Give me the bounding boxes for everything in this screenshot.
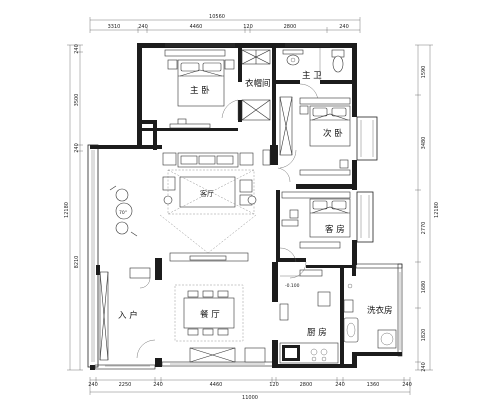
bottom-dim-4: 4460 — [210, 382, 223, 388]
walls — [87, 43, 403, 370]
dining-area — [174, 284, 266, 363]
dining-room-label: 餐 厅 — [200, 310, 220, 320]
laundry-area — [343, 283, 397, 349]
right-total-dim: 12180 — [434, 202, 440, 218]
kitchen-label: 厨 房 — [307, 327, 327, 338]
entrance-label: 入 户 — [118, 310, 138, 321]
second-bedroom-label: 次 卧 — [323, 128, 343, 139]
bottom-dimensions: 240 2250 240 4460 120 2800 240 1360 240 … — [88, 377, 412, 401]
right-dim-4: 1680 — [421, 281, 427, 294]
guest-room-area — [279, 191, 351, 263]
laundry-label: 洗衣房 — [367, 305, 393, 316]
top-dim-4: 120 — [243, 24, 253, 30]
top-dim-2: 240 — [138, 24, 148, 30]
top-dimensions: 10560 3310 240 4460 120 2800 240 — [89, 14, 361, 33]
master-bath-label: 主 卫 — [302, 70, 322, 81]
living-room-label: 客厅 — [200, 189, 214, 198]
right-dim-2: 3480 — [421, 137, 427, 150]
kitchen-area — [279, 261, 339, 364]
left-dimensions: 240 3500 240 8210 12180 — [64, 44, 83, 371]
guest-room-label: 客 房 — [325, 224, 345, 235]
left-dim-2: 3500 — [74, 94, 80, 107]
top-dim-5: 2800 — [284, 24, 297, 30]
right-dimensions: 1590 3480 2770 1680 1820 240 12180 — [415, 44, 440, 372]
top-total-dim: 10560 — [209, 14, 225, 20]
second-bedroom-area — [279, 97, 351, 176]
bottom-dim-9: 240 — [402, 382, 412, 388]
master-bath-area — [282, 48, 345, 101]
top-dim-6: 240 — [339, 24, 349, 30]
bottom-dim-5: 120 — [269, 382, 279, 388]
bottom-dim-2: 2250 — [119, 382, 132, 388]
bottom-dim-8: 1360 — [367, 382, 380, 388]
bottom-dim-6: 2800 — [300, 382, 313, 388]
right-dim-5: 1820 — [421, 329, 427, 342]
left-dim-4: 8210 — [74, 256, 80, 269]
living-room-area: 客厅 — [159, 149, 291, 262]
bottom-dim-1: 240 — [88, 382, 98, 388]
master-bedroom-label: 主 卧 — [190, 85, 210, 96]
balcony-area: 70" — [109, 185, 138, 237]
walk-in-closet-label: 衣帽间 — [245, 78, 271, 89]
tv-size-label: 70" — [119, 210, 127, 216]
master-bedroom-area — [164, 49, 239, 129]
left-total-dim: 12180 — [64, 202, 70, 218]
bottom-total-dim: 11000 — [242, 395, 258, 401]
bottom-dim-3: 240 — [153, 382, 163, 388]
left-dim-3: 240 — [74, 143, 80, 153]
right-dim-1: 1590 — [421, 66, 427, 79]
kitchen-level-label: -0.100 — [285, 283, 300, 289]
windows — [91, 43, 401, 367]
closet-area — [241, 49, 293, 156]
entrance-area — [99, 267, 156, 361]
right-dim-3: 2770 — [421, 222, 427, 235]
bottom-dim-7: 240 — [335, 382, 345, 388]
right-dim-6: 240 — [421, 362, 427, 372]
left-dim-1: 240 — [74, 44, 80, 54]
top-dim-1: 3310 — [108, 24, 121, 30]
top-dim-3: 4460 — [190, 24, 203, 30]
